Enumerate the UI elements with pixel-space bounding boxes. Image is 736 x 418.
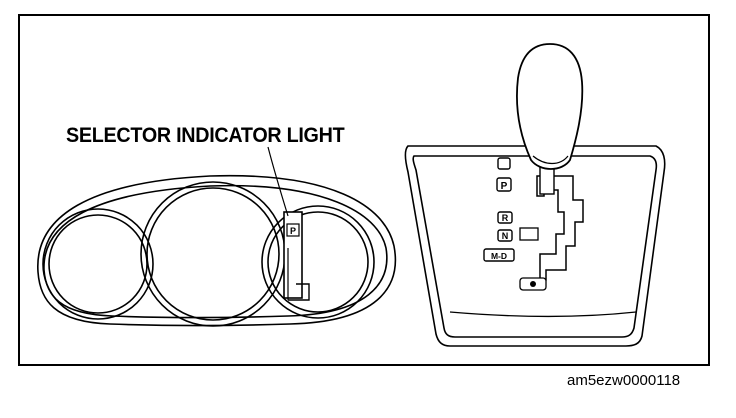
figure-code: am5ezw0000118 <box>567 372 681 389</box>
position-box-md <box>483 248 515 262</box>
shift-position-r: R <box>502 213 509 223</box>
shift-position-n: N <box>502 231 509 241</box>
left-gauge <box>42 208 154 320</box>
shift-knob <box>516 43 584 170</box>
position-box-n <box>497 229 513 242</box>
right-gauge <box>261 205 375 319</box>
shift-position-md: M-D <box>491 251 507 261</box>
cluster-indicator-letter: P <box>290 226 296 236</box>
diagram-frame <box>18 14 710 366</box>
selector-indicator-light-label: SELECTOR INDICATOR LIGHT <box>66 124 345 147</box>
instrument-cluster <box>37 174 397 327</box>
callout-leader-line <box>267 146 289 217</box>
position-box-p <box>496 177 512 192</box>
position-box-r <box>497 211 513 224</box>
center-gauge <box>140 181 286 327</box>
shift-console <box>404 43 666 347</box>
shift-position-p: P <box>501 181 508 192</box>
